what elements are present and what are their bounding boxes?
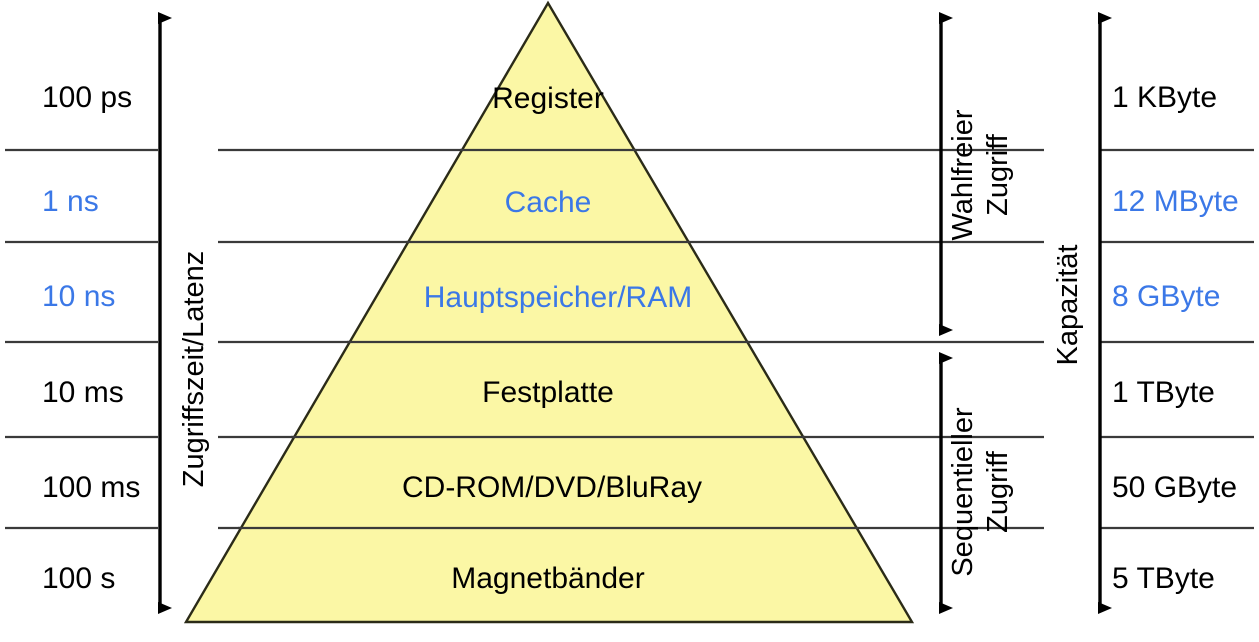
capacity-value-1: 12 MByte [1112,185,1239,218]
latency-value-1: 1 ns [42,185,99,218]
latency-value-2: 10 ns [42,280,115,313]
pyramid-level-label-cache: Cache [505,186,592,219]
sequential-access-label-line1: Sequentieller [947,407,979,577]
sequential-access-label-line2: Zugriff [982,450,1014,533]
pyramid-level-label-hauptspeicher: Hauptspeicher/RAM [424,281,692,314]
pyramid-level-label-register: Register [492,82,604,115]
left-axis: Zugriffszeit/Latenz [158,12,210,614]
latency-value-0: 100 ps [42,81,132,114]
pyramid-level-label-magnetbaender: Magnetbänder [451,562,644,595]
latency-value-4: 100 ms [42,471,140,504]
capacity-value-2: 8 GByte [1112,280,1220,313]
capacity-value-4: 50 GByte [1112,471,1237,504]
random-access-label-line1: Wahlfreier [947,109,979,240]
pyramid-level-label-optical: CD-ROM/DVD/BluRay [402,471,702,504]
capacity-value-5: 5 TByte [1112,562,1215,595]
left-axis-label: Zugriffszeit/Latenz [178,251,210,487]
access-group-sequential: Sequentieller Zugriff [939,352,1014,614]
pyramid-level-label-festplatte: Festplatte [482,376,614,409]
latency-value-3: 10 ms [42,376,124,409]
random-access-label-line2: Zugriff [982,133,1014,216]
right-axis: Kapazität [1052,12,1112,614]
pyramid-outline [183,0,915,624]
capacity-value-0: 1 KByte [1112,81,1217,114]
access-group-random: Wahlfreier Zugriff [939,12,1014,336]
capacity-value-3: 1 TByte [1112,376,1215,409]
pyramid-shape [183,0,915,624]
latency-value-5: 100 s [42,562,115,595]
right-axis-label: Kapazität [1052,245,1084,366]
